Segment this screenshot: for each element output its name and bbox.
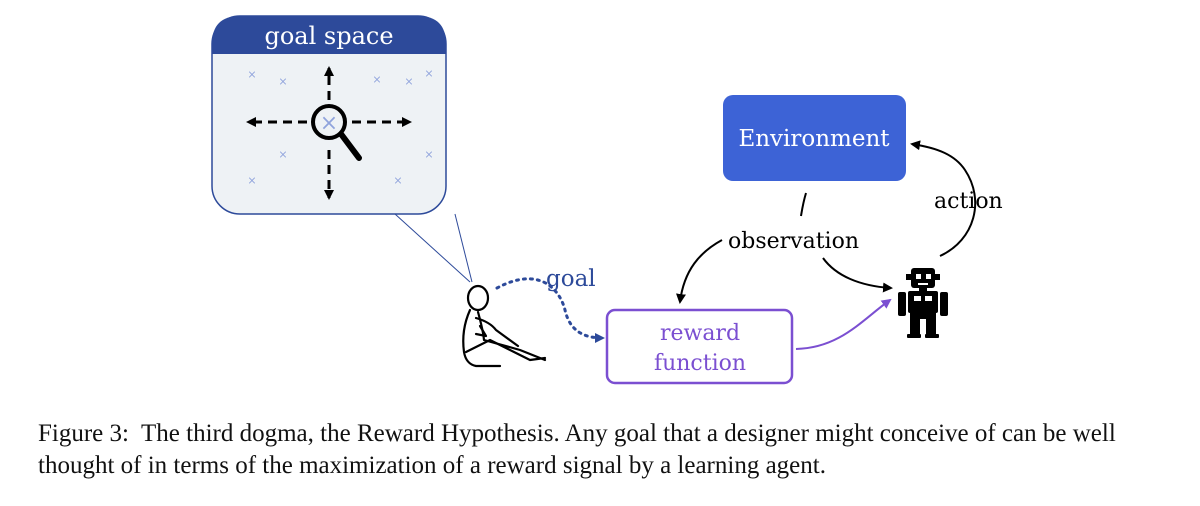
observation-label: observation [728, 229, 859, 254]
reward-to-agent-arrow [795, 298, 892, 350]
reward-hypothesis-diagram: goal space × × × × × × × × × × [211, 15, 1003, 385]
magnifier-icon: × [311, 104, 362, 161]
action-arrow [910, 140, 977, 257]
figure-caption: Figure 3: The third dogma, the Reward Hy… [38, 418, 1188, 482]
goal-marker: × [424, 67, 433, 80]
action-label: action [934, 189, 1003, 214]
goal-marker: × [424, 148, 433, 161]
goal-marker: × [372, 73, 381, 86]
figure-number: Figure 3: [38, 420, 129, 447]
search-direction-arrows [246, 66, 412, 200]
goal-marker: × [278, 75, 287, 88]
robot-agent-icon [898, 268, 948, 338]
goal-marker: × [404, 75, 413, 88]
caption-text: The third dogma, the Reward Hypothesis. … [38, 420, 1116, 479]
reward-function-box: reward function [605, 308, 794, 385]
environment-box: Environment [723, 95, 906, 181]
goal-marker: × [247, 68, 256, 81]
goal-markers: × × × × × × × × × [247, 67, 433, 187]
goal-space-panel: goal space × × × × × × × × × × [211, 15, 447, 215]
goal-marker: × [393, 174, 402, 187]
observation-to-agent-arrow [822, 257, 893, 293]
magnifier-target-marker: × [320, 111, 338, 136]
goal-space-title: goal space [264, 22, 393, 50]
observation-to-reward-arrow [676, 239, 723, 304]
goal-marker: × [278, 148, 287, 161]
goal-marker: × [247, 174, 256, 187]
observation-edges [676, 192, 893, 304]
person-icon [462, 284, 547, 368]
environment-label: Environment [738, 126, 890, 152]
reward-function-label-line1: reward [660, 321, 740, 346]
observation-stem [800, 192, 807, 217]
goal-space-header [212, 16, 446, 54]
reward-function-label-line2: function [654, 351, 746, 376]
goal-arrow [495, 277, 605, 343]
goal-label: goal [546, 266, 596, 292]
thought-bubble-tail [394, 213, 473, 283]
